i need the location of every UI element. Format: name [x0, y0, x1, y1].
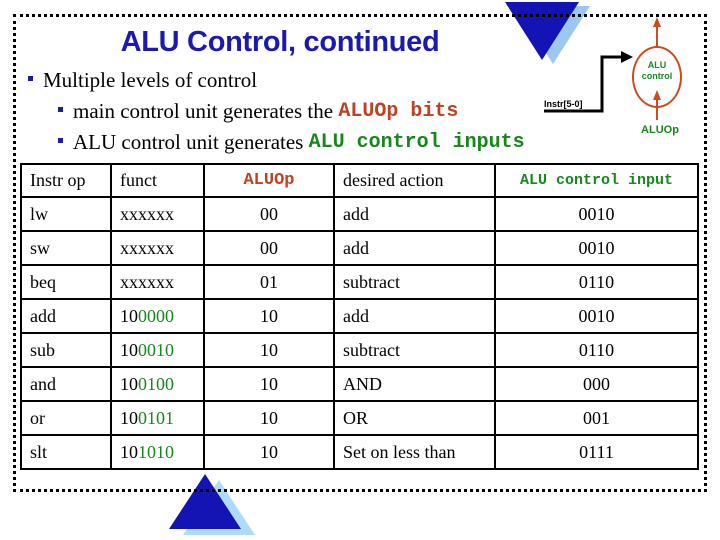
- column-header-desired-action: desired action: [333, 163, 496, 198]
- funct-opcode-part: 10: [120, 339, 138, 360]
- cell-alu-control-input: 0110: [494, 332, 699, 368]
- cell-aluop: 01: [203, 264, 335, 300]
- cell-instr-op: lw: [20, 196, 112, 232]
- cell-desired-action: add: [333, 230, 496, 266]
- alu-control-oval-label: ALU control: [632, 60, 682, 82]
- cell-alu-control-input: 0010: [494, 230, 699, 266]
- cell-instr-op: sub: [20, 332, 112, 368]
- cell-instr-op: add: [20, 298, 112, 334]
- cell-instr-op: slt: [20, 434, 112, 470]
- cell-instr-op: or: [20, 400, 112, 436]
- alu-control-table: Instr op funct ALUOp desired action ALU …: [20, 163, 699, 470]
- cell-funct: 100010: [110, 332, 205, 368]
- cell-alu-control-input: 0010: [494, 196, 699, 232]
- table-header: Instr op funct ALUOp desired action ALU …: [20, 163, 699, 198]
- cell-desired-action: add: [333, 196, 496, 232]
- instr-bits-label: Instr[5-0]: [544, 99, 583, 109]
- bullet-item-1: Multiple levels of control: [28, 68, 257, 93]
- alu-control-schematic: ALU control ALUOp Instr[5-0]: [540, 16, 710, 146]
- funct-field-part: 0010: [138, 339, 174, 360]
- page-title: ALU Control, continued: [120, 26, 440, 58]
- bullet-item-3: ALU control unit generates ALU control i…: [58, 130, 525, 155]
- funct-opcode-part: 10: [120, 373, 138, 394]
- funct-opcode-part: 10: [120, 407, 138, 428]
- bullet-square-icon: [58, 107, 63, 112]
- funct-opcode-part: 10: [120, 305, 138, 326]
- cell-aluop: 10: [203, 400, 335, 436]
- cell-alu-control-input: 0111: [494, 434, 699, 470]
- funct-opcode-part: 10: [120, 441, 138, 462]
- cell-funct: xxxxxx: [110, 264, 205, 300]
- funct-field-part: 0000: [138, 305, 174, 326]
- bottom-triangle-icon: [169, 474, 241, 529]
- column-header-funct: funct: [110, 163, 205, 198]
- bullet-text-1: Multiple levels of control: [43, 68, 258, 92]
- column-header-aluop: ALUOp: [203, 163, 335, 198]
- cell-desired-action: add: [333, 298, 496, 334]
- column-header-instr-op: Instr op: [20, 163, 112, 198]
- bullet-item-2: main control unit generates the ALUOp bi…: [58, 99, 458, 124]
- bullet-text-2-code: ALUOp bits: [338, 100, 459, 123]
- cell-aluop: 10: [203, 332, 335, 368]
- oval-label-line2: control: [641, 71, 673, 81]
- bullet-square-icon: [28, 76, 33, 81]
- cell-desired-action: subtract: [333, 264, 496, 300]
- cell-alu-control-input: 0010: [494, 298, 699, 334]
- cell-funct: 100101: [110, 400, 205, 436]
- bullet-text-2-prefix: main control unit generates the: [73, 99, 339, 123]
- funct-field-part: 0101: [138, 407, 174, 428]
- cell-instr-op: and: [20, 366, 112, 402]
- cell-alu-control-input: 001: [494, 400, 699, 436]
- funct-field-part: 0100: [138, 373, 174, 394]
- cell-funct: 100000: [110, 298, 205, 334]
- cell-aluop: 10: [203, 434, 335, 470]
- bullet-text-3-code: ALU control inputs: [308, 131, 525, 154]
- cell-funct: 101010: [110, 434, 205, 470]
- bullet-square-icon: [58, 138, 63, 143]
- alu-control-oval: [632, 46, 682, 108]
- bullet-text-3-prefix: ALU control unit generates: [73, 130, 309, 154]
- cell-aluop: 10: [203, 298, 335, 334]
- column-header-alu-control-input: ALU control input: [494, 163, 699, 198]
- funct-field-part: 1010: [138, 441, 174, 462]
- cell-desired-action: Set on less than: [333, 434, 496, 470]
- oval-label-line1: ALU: [647, 60, 667, 70]
- cell-aluop: 00: [203, 196, 335, 232]
- table-header-row: Instr op funct ALUOp desired action ALU …: [20, 163, 699, 198]
- cell-desired-action: AND: [333, 366, 496, 402]
- cell-instr-op: sw: [20, 230, 112, 266]
- cell-alu-control-input: 0110: [494, 264, 699, 300]
- cell-aluop: 00: [203, 230, 335, 266]
- cell-instr-op: beq: [20, 264, 112, 300]
- top-triangle-icon: [505, 2, 579, 60]
- cell-funct: 100100: [110, 366, 205, 402]
- cell-aluop: 10: [203, 366, 335, 402]
- cell-desired-action: subtract: [333, 332, 496, 368]
- aluop-signal-label: ALUOp: [641, 124, 679, 136]
- cell-funct: xxxxxx: [110, 230, 205, 266]
- cell-funct: xxxxxx: [110, 196, 205, 232]
- cell-alu-control-input: 000: [494, 366, 699, 402]
- cell-desired-action: OR: [333, 400, 496, 436]
